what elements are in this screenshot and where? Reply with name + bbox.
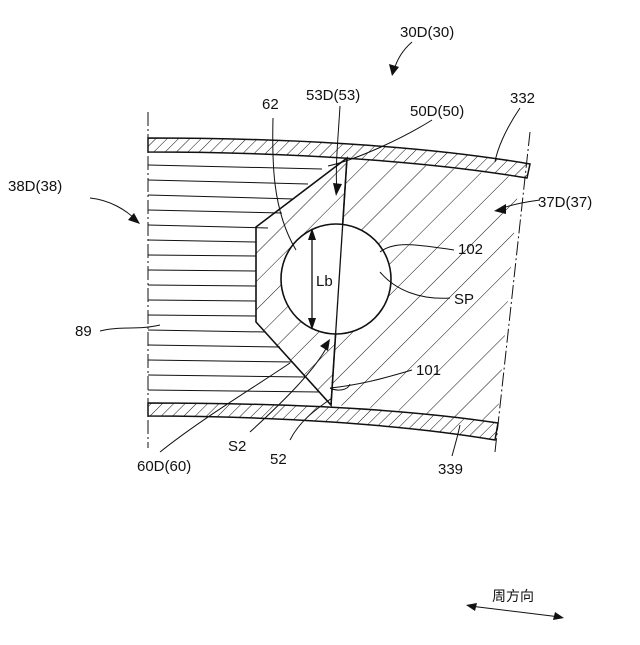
label-part-60: 60D(60) <box>137 458 191 475</box>
label-lb: Lb <box>316 273 333 290</box>
label-part-52: 52 <box>270 451 287 468</box>
circular-space-sp <box>281 224 391 334</box>
direction-label: 周方向 <box>492 588 534 604</box>
label-surface-s2: S2 <box>228 438 246 455</box>
label-member-38: 38D(38) <box>8 178 62 195</box>
circumferential-direction-indicator: 周方向 <box>466 588 564 620</box>
label-part-50: 50D(50) <box>410 103 464 120</box>
label-part-339: 339 <box>438 461 463 478</box>
label-space-sp: SP <box>454 291 474 308</box>
label-assembly: 30D(30) <box>400 24 454 41</box>
label-part-53: 53D(53) <box>306 87 360 104</box>
label-member-37: 37D(37) <box>538 194 592 211</box>
label-part-101: 101 <box>416 362 441 379</box>
label-part-332: 332 <box>510 90 535 107</box>
label-part-62: 62 <box>262 96 279 113</box>
label-part-89: 89 <box>75 323 92 340</box>
label-part-102: 102 <box>458 241 483 258</box>
